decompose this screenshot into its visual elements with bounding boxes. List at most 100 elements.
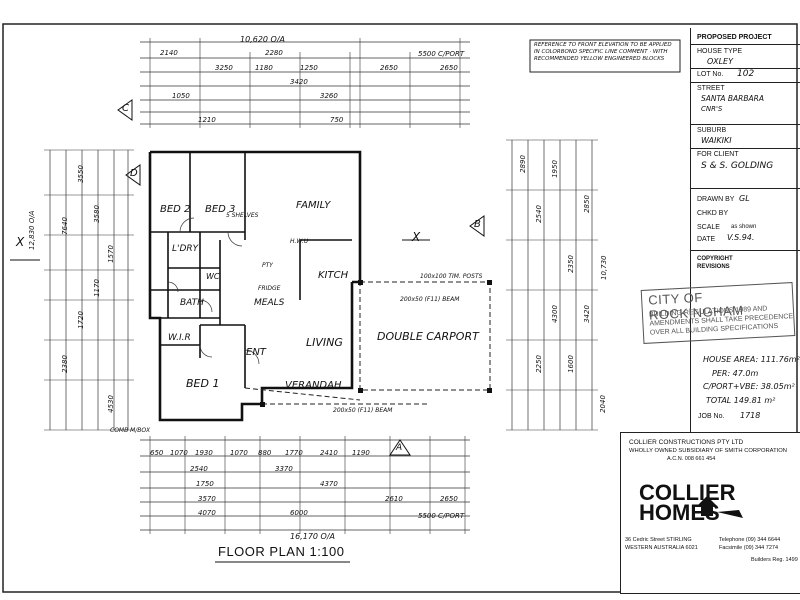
- dim-bottom-overall: 16,170 O/A: [290, 532, 335, 541]
- total-area: TOTAL 149.81 m²: [706, 396, 776, 405]
- date-value: V.S.94.: [727, 233, 755, 242]
- dim-right: 2850: [582, 195, 591, 213]
- dim-right: 1600: [566, 355, 575, 373]
- dim-top: 2650: [440, 64, 458, 72]
- date-label: DATE: [697, 236, 716, 243]
- room-entry: ENT: [246, 347, 266, 358]
- plan-title: FLOOR PLAN 1:100: [218, 544, 345, 559]
- note-pantry: PTY: [262, 262, 273, 269]
- dim-left: 7640: [60, 217, 69, 235]
- dim-bottom: 1070: [170, 449, 188, 457]
- dim-top: 750: [330, 116, 344, 124]
- note-hwu: H.W.U: [290, 238, 309, 245]
- dim-top-overall: 10,620 O/A: [240, 35, 285, 44]
- checked-by-label: CHKD BY: [697, 210, 729, 217]
- dim-bottom: 4070: [198, 509, 216, 517]
- drawn-by-label: DRAWN BY: [697, 196, 735, 203]
- room-family: FAMILY: [296, 200, 331, 211]
- dim-carport-top: 5500 C/PORT: [418, 50, 465, 58]
- note-beam: 200x50 (F11) BEAM: [400, 296, 460, 303]
- dim-top: 1210: [198, 116, 216, 124]
- lot-label: LOT No.: [697, 71, 724, 78]
- company-address-2: WESTERN AUSTRALIA 6021: [625, 545, 698, 551]
- dim-right: 2540: [534, 205, 543, 223]
- room-bed3: BED 3: [205, 204, 236, 215]
- note-shelves: 5 SHELVES: [226, 212, 259, 219]
- dim-left: 3550: [76, 165, 85, 183]
- street-label: STREET: [697, 85, 725, 92]
- dim-top: 3250: [215, 64, 233, 72]
- title-block: PROPOSED PROJECT HOUSE TYPE OXLEY LOT No…: [690, 28, 800, 588]
- dim-bottom: 2410: [320, 449, 338, 457]
- company-box: COLLIER CONSTRUCTIONS PTY LTD WHOLLY OWN…: [620, 432, 800, 594]
- dim-left: 1720: [76, 311, 85, 329]
- logo-line-1: COLLIER: [639, 482, 736, 505]
- dim-right: 2890: [518, 155, 527, 173]
- dim-right: 4300: [550, 305, 559, 323]
- dim-left-overall: 12,830 O/A: [28, 210, 36, 250]
- suburb-value: WAIKIKI: [701, 136, 732, 145]
- room-meals: MEALS: [254, 298, 285, 308]
- dim-bottom: 1750: [196, 480, 214, 488]
- dim-bottom: 4370: [320, 480, 338, 488]
- dim-top: 3260: [320, 92, 338, 100]
- dim-right: 2250: [534, 355, 543, 373]
- scale-label: SCALE: [697, 224, 720, 231]
- dim-top: 2650: [380, 64, 398, 72]
- section-x-left: X: [16, 235, 25, 249]
- company-phone: Telephone (09) 344 6644: [719, 537, 781, 543]
- street-value: SANTA BARBARA: [701, 94, 765, 103]
- scale-value: as shown: [731, 224, 757, 230]
- dim-carport-bottom: 5500 C/PORT: [418, 512, 465, 520]
- client-value: S & S. GOLDING: [701, 161, 774, 171]
- dim-bottom: 1770: [285, 449, 303, 457]
- company-name: COLLIER CONSTRUCTIONS PTY LTD: [629, 439, 744, 446]
- room-bath: BATH: [180, 298, 204, 308]
- dim-left: 1170: [92, 279, 101, 297]
- house-area: HOUSE AREA: 111.76m²: [703, 355, 800, 364]
- section-marker-c: C: [122, 103, 129, 114]
- dim-right-overall: 10,730: [600, 255, 608, 281]
- dim-bottom: 880: [258, 449, 272, 457]
- company-subsidiary: WHOLLY OWNED SUBSIDIARY OF SMITH CORPORA…: [629, 448, 787, 454]
- dim-left: 4530: [106, 395, 115, 413]
- section-marker-b: B: [474, 219, 481, 230]
- company-fax: Facsimile (09) 344 7274: [719, 545, 779, 551]
- dim-bottom: 6000: [290, 509, 308, 517]
- room-wir: W.I.R: [168, 333, 191, 343]
- dim-top: 1250: [300, 64, 318, 72]
- section-marker-d: D: [130, 168, 138, 179]
- client-label: FOR CLIENT: [697, 151, 739, 158]
- dim-bottom: 1930: [195, 449, 213, 457]
- section-x-mid: X: [412, 230, 421, 244]
- lot-value: 102: [737, 69, 755, 79]
- carport-area: C/PORT+VBE: 38.05m²: [703, 382, 795, 391]
- company-address-1: 36 Cedric Street STIRLING: [625, 537, 692, 543]
- note-beam-2: 200x50 (F11) BEAM: [333, 407, 393, 414]
- dim-left: 3580: [92, 205, 101, 223]
- dim-bottom: 3570: [198, 495, 216, 503]
- dim-top: 2280: [265, 49, 283, 57]
- room-bed2: BED 2: [160, 204, 191, 215]
- dim-top: 3420: [290, 78, 308, 86]
- street-value-2: CNR'S: [701, 105, 723, 113]
- dim-bottom: 2650: [440, 495, 458, 503]
- perimeter: PER: 47.0m: [712, 369, 759, 378]
- dim-left: 2380: [60, 355, 69, 373]
- dim-right: 2040: [598, 395, 607, 413]
- job-number: 1718: [740, 411, 761, 420]
- copyright-label: COPYRIGHT: [697, 256, 733, 262]
- collier-homes-logo: COLLIER HOMES: [639, 482, 743, 522]
- room-laundry: L'DRY: [172, 244, 199, 254]
- room-living: LIVING: [306, 336, 343, 349]
- dim-left: 1570: [106, 245, 115, 263]
- company-acn: A.C.N. 008 661 454: [667, 456, 716, 462]
- room-bed1: BED 1: [186, 377, 220, 390]
- job-number-label: JOB No.: [698, 413, 725, 420]
- dim-bottom: 2610: [385, 495, 403, 503]
- note-posts: 100x100 TIM. POSTS: [420, 273, 483, 280]
- dim-bottom: 2540: [190, 465, 208, 473]
- suburb-label: SUBURB: [697, 127, 727, 134]
- council-approval-stamp: CITY OF ROCKINGHAM BUILDING REGULATIONS …: [640, 282, 796, 344]
